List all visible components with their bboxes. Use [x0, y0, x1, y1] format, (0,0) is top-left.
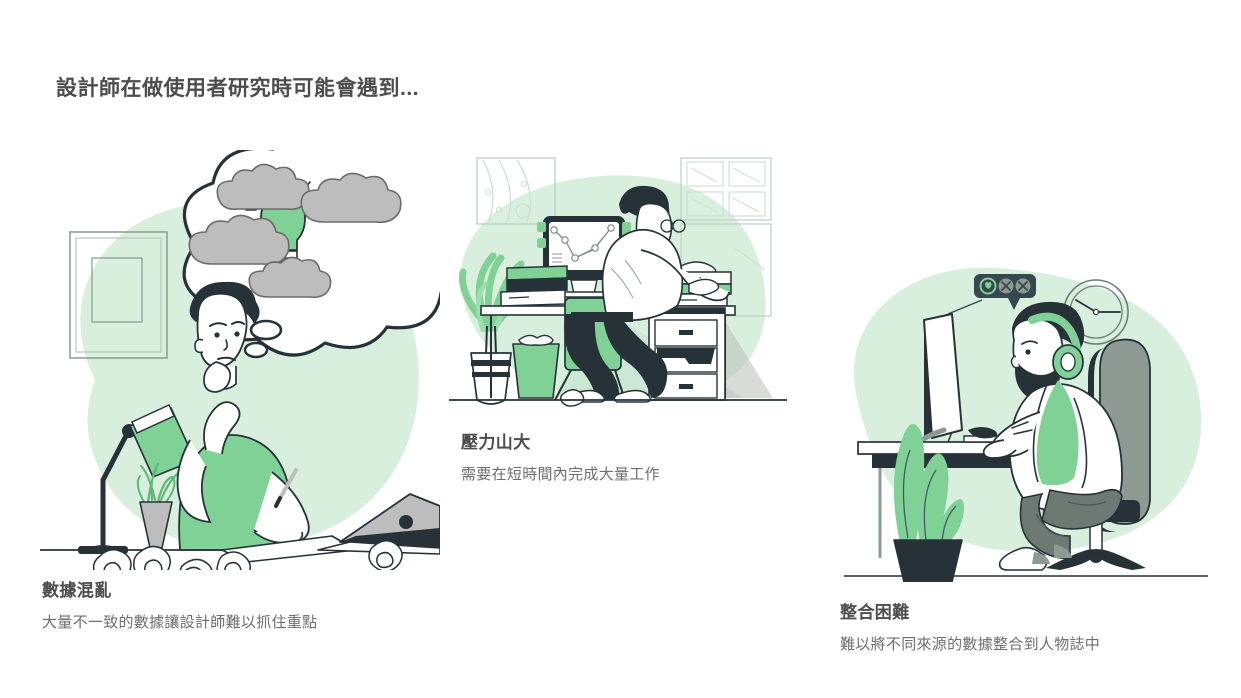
overworked-person-svg — [449, 157, 787, 407]
card-data-chaos: 數據混亂 大量不一致的數據讓設計師難以抓住重點 — [40, 150, 440, 632]
cloud-cluster — [188, 163, 402, 299]
card-text-block: 壓力山大 需要在短時間內完成大量工作 — [461, 428, 793, 484]
bearded-man-with-headphones — [982, 301, 1123, 571]
card-title: 壓力山大 — [461, 433, 531, 452]
seated-person — [564, 185, 730, 403]
illustration-man-with-headphones — [836, 252, 1216, 582]
thought-dot-small — [243, 341, 269, 359]
card-description: 難以將不同來源的數據整合到人物誌中 — [840, 636, 1101, 653]
thinking-man — [176, 281, 310, 551]
wall-poster — [476, 157, 556, 225]
man-headphones-svg — [844, 267, 1208, 582]
card-high-stress: 壓力山大 需要在短時間內完成大量工作 — [443, 148, 793, 484]
picture-frame — [69, 231, 168, 359]
card-description: 大量不一致的數據讓設計師難以抓住重點 — [42, 614, 318, 631]
card-title: 整合困難 — [840, 603, 910, 622]
monitor — [905, 313, 963, 457]
bubble-pointer-line — [947, 299, 983, 315]
heart-icon — [979, 277, 997, 295]
card-text-block: 整合困難 難以將不同來源的數據整合到人物誌中 — [840, 598, 1216, 654]
thought-dot-large — [249, 319, 283, 341]
trash-bin — [512, 334, 560, 399]
page-title: 設計師在做使用者研究時可能會遇到... — [56, 77, 420, 101]
crumpled-paper-balls — [92, 540, 403, 570]
illustration-thinking-man — [40, 150, 440, 570]
card-title: 數據混亂 — [42, 581, 112, 600]
speech-bubble-reactions — [947, 274, 1036, 315]
monitor-with-network-chart — [537, 216, 631, 298]
illustration-overworked-person — [443, 148, 793, 418]
potted-plant — [893, 423, 964, 582]
stacked-books-left — [500, 265, 568, 307]
card-integration: 整合困難 難以將不同來源的數據整合到人物誌中 — [836, 252, 1216, 654]
network-chart — [550, 224, 615, 262]
thinking-man-svg — [40, 150, 440, 570]
card-text-block: 數據混亂 大量不一致的數據讓設計師難以抓住重點 — [42, 576, 440, 632]
card-description: 需要在短時間內完成大量工作 — [461, 466, 660, 483]
